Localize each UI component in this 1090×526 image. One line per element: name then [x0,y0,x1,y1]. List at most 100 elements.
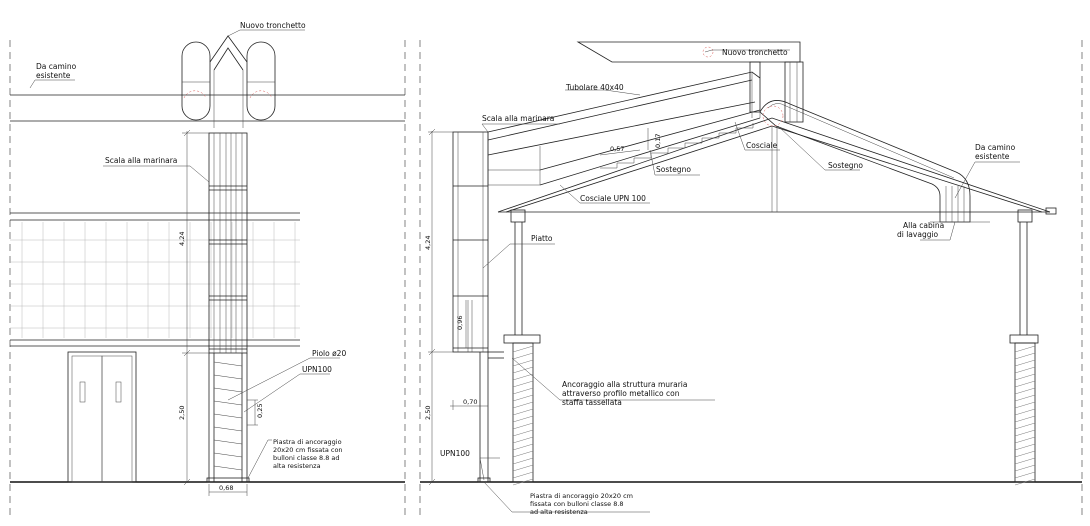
drawing-line [1014,457,1036,465]
label-piastra-4: alta resistenza [273,462,321,470]
drawing-line [512,464,534,472]
drawing-line [1014,478,1036,486]
dim-096: 0,96 [456,316,464,330]
drawing-line [512,436,534,444]
stair-stringer [487,71,761,186]
label-piolo: Piolo ø20 [312,349,346,358]
right-dimensions [428,128,649,486]
roof [497,117,1057,223]
label-nuovo-tronchetto: Nuovo tronchetto [240,21,306,30]
label-ancoraggio-2: attraverso profilo metallico con [562,389,680,398]
label-scala: Scala alla marinara [105,156,177,165]
drawing-line [512,373,534,381]
drawing-line [1014,401,1036,409]
label-cabina-2: di lavaggio [897,230,939,239]
window-grid [10,222,300,338]
drawing-line [1014,450,1036,458]
dim-250: 2,50 [178,406,186,420]
label-upn-right: UPN100 [440,449,470,458]
label-piastra-3: bulloni classe 8.8 ad [273,454,340,462]
drawing-line [213,374,243,380]
label-sostegno-1: Sostegno [656,165,691,174]
drawing-line [512,366,534,374]
label-piastra-right-3: ad alta resistenza [530,508,588,516]
drawing-line [1014,471,1036,479]
drawing-line [512,380,534,388]
drawing-line [512,352,534,360]
label-ancoraggio-1: Ancoraggio alla struttura muraria [562,380,687,389]
drawing-line [512,450,534,458]
drawing-line [1014,387,1036,395]
right-section: 4,24 2,50 0,96 0,70 0,57 0,17 Nuovo tron… [420,41,1082,516]
drawing-line [213,426,243,432]
drawing-line [512,422,534,430]
cage-ladder [206,132,250,483]
drawing-line [1014,422,1036,430]
label-da-camino-right-2: esistente [975,152,1010,161]
dim-070: 0,70 [463,398,477,406]
drawing-line [213,439,243,445]
drawing-line [1014,359,1036,367]
drawing-line [512,394,534,402]
label-scala-right: Scala alla marinara [482,114,554,123]
label-nuovo-tronchetto-right: Nuovo tronchetto [722,48,788,57]
label-piastra-1: Piastra di ancoraggio [273,438,342,446]
drawing-line [1014,373,1036,381]
drawing-line [213,413,243,419]
chimney-pipes [181,35,276,128]
label-upn: UPN100 [302,365,332,374]
drawing-line [512,471,534,479]
leader-lines [29,29,340,479]
label-da-camino-1: Da camino [36,62,77,71]
label-da-camino-2: esistente [36,71,71,80]
drawing-line [213,465,243,471]
label-cosciale: Cosciale [746,141,778,150]
drawing-line [1014,408,1036,416]
drawing-line [512,443,534,451]
dim-424-right: 4,24 [424,236,432,250]
drawing-line [1014,394,1036,402]
label-da-camino-right-1: Da camino [975,143,1016,152]
drawing-line [1014,429,1036,437]
label-cabina-1: Alla cabina [903,221,944,230]
label-tubolare: Tubolare 40x40 [565,83,624,92]
drawing-line [512,429,534,437]
drawing-line [213,400,243,406]
right-leaders [479,49,1020,513]
drawing-line [1014,436,1036,444]
label-piastra-right-2: fissata con bulloni classe 8.8 [530,500,624,508]
left-elevation: 4,24 2,50 0,25 0,68 Nuovo tronchetto Da … [10,21,405,496]
drawing-line [1014,352,1036,360]
label-piatto: Piatto [531,234,553,243]
dim-250-right: 2,50 [424,406,432,420]
dim-068: 0,68 [219,484,233,492]
drawing-line [1014,415,1036,423]
drawing-line [213,387,243,393]
label-cosciale-upn: Cosciale UPN 100 [580,194,646,203]
chimney-duct [759,100,990,223]
drawing-line [512,478,534,486]
section-lines [9,40,1083,520]
door [67,351,137,483]
dim-057: 0,57 [610,145,624,153]
drawing-line [1014,380,1036,388]
drawing-line [512,408,534,416]
dim-025: 0,25 [256,404,264,418]
drawing-line [213,361,243,367]
drawing-line [1014,464,1036,472]
drawing-line [512,387,534,395]
drawing-line [1014,366,1036,374]
drawing-line [213,452,243,458]
drawing-line [512,345,534,353]
drawing-line [1014,443,1036,451]
label-piastra-right-1: Piastra di ancoraggio 20x20 cm [530,492,633,500]
drawing-line [512,415,534,423]
drawing-line [512,401,534,409]
label-ancoraggio-3: staffa tassellata [562,398,622,407]
right-cage-ladder [452,131,504,483]
vertical-dimensions [182,129,209,486]
columns [503,222,1039,486]
drawing-line [1014,345,1036,353]
label-sostegno-2: Sostegno [828,161,863,170]
